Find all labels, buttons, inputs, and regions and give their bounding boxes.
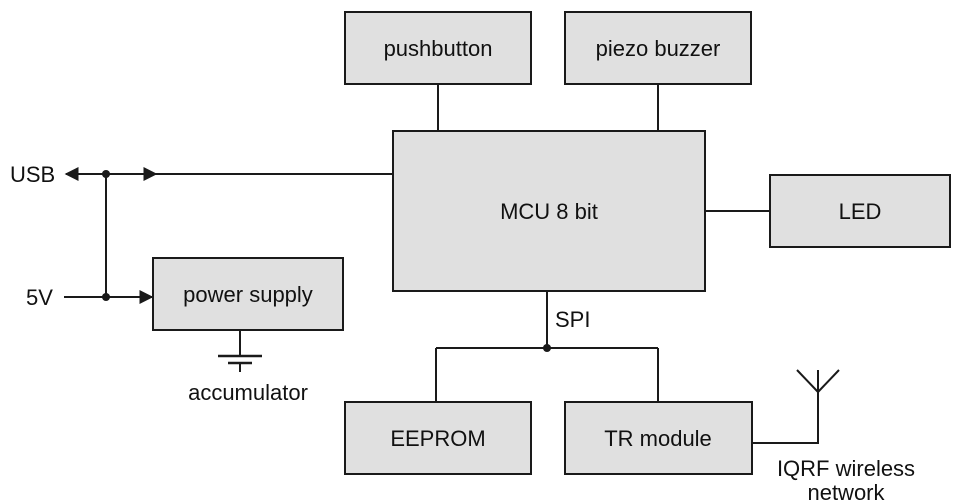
led-label: LED <box>839 199 882 224</box>
tr-module-block: TR module <box>564 401 753 475</box>
power-supply-block: power supply <box>152 257 344 331</box>
eeprom-label: EEPROM <box>390 426 485 451</box>
power-supply-label: power supply <box>183 282 313 307</box>
mcu-label: MCU 8 bit <box>500 199 598 224</box>
iqrf-label-line1: IQRF wireless <box>777 456 915 481</box>
antenna-left-arm <box>796 369 819 393</box>
5v-junction-dot <box>102 293 110 301</box>
accumulator-label: accumulator <box>188 380 308 405</box>
spi-junction-dot <box>543 344 551 352</box>
usb-junction-dot <box>102 170 110 178</box>
usb-label: USB <box>10 162 55 187</box>
led-block: LED <box>769 174 951 248</box>
piezo-buzzer-label: piezo buzzer <box>596 36 721 61</box>
pushbutton-block: pushbutton <box>344 11 532 85</box>
eeprom-block: EEPROM <box>344 401 532 475</box>
pushbutton-label: pushbutton <box>384 36 493 61</box>
5v-label: 5V <box>26 285 53 310</box>
spi-label: SPI <box>555 307 590 332</box>
iqrf-label-line2: network <box>807 480 885 504</box>
tr-module-label: TR module <box>604 426 712 451</box>
piezo-buzzer-block: piezo buzzer <box>564 11 752 85</box>
antenna-right-arm <box>817 369 840 393</box>
tr-antenna-wire <box>752 392 819 444</box>
mcu-block: MCU 8 bit <box>392 130 706 292</box>
